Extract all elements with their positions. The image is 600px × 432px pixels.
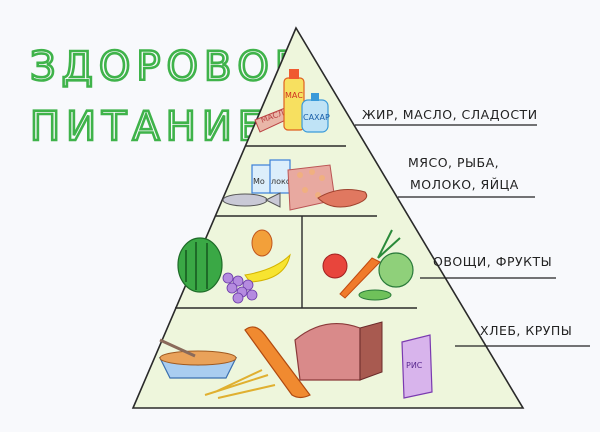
milk-left-label: Мо [253,177,265,186]
tier-2-label-line2: МОЛОКО, ЯЙЦА [410,177,519,192]
bottle-label: МАС [285,91,303,100]
rice-label: РИС [406,361,423,370]
tier-3-vegetables-drawing [322,229,414,301]
title-line-2: ПИТАНИЕ [30,104,269,150]
pyramid-outline [131,26,525,409]
tier-1-sweets-drawing: МАСЛО МАС САХАР [254,69,330,133]
tier-4-grains-drawing: РИС [158,321,433,399]
milk-right-label: локо [271,177,291,186]
title-line-1: ЗДОРОВОЕ [30,44,306,90]
tier-1-label: ЖИР, МАСЛО, СЛАДОСТИ [362,107,538,122]
tier-2-protein-drawing: Мо локо [222,159,368,211]
tier-3-label: ОВОЩИ, ФРУКТЫ [433,254,552,269]
tier-4-label: ХЛЕБ, КРУПЫ [480,323,572,338]
sugar-label: САХАР [303,113,330,122]
tier-3-fruits-drawing [177,229,291,304]
tier-2-label-line1: МЯСО, РЫБА, [408,155,499,170]
